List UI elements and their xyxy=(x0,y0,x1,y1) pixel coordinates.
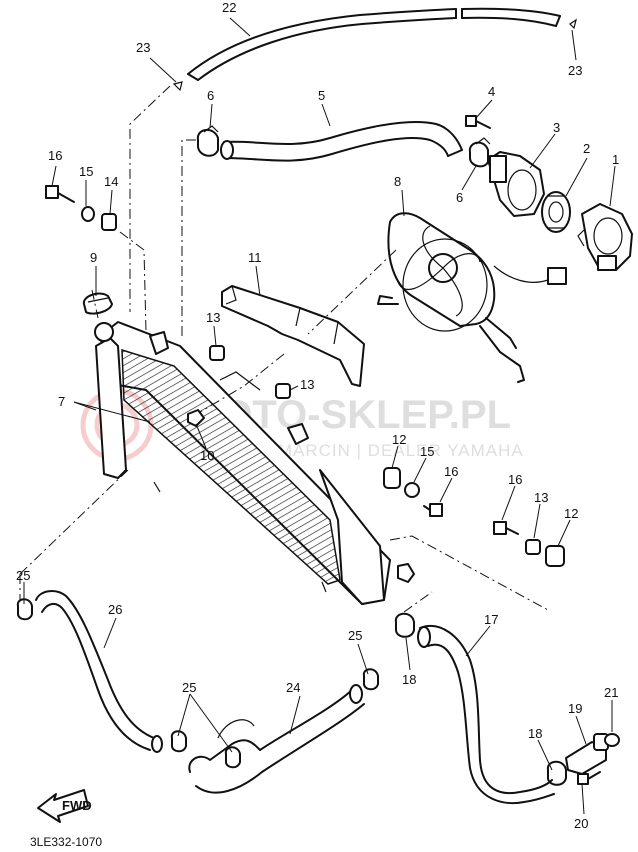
fwd-label: FWD xyxy=(62,798,92,813)
callout-13-b: 13 xyxy=(300,377,314,392)
part-code: 3LE332-1070 xyxy=(30,835,102,849)
callout-15-top: 15 xyxy=(79,164,93,179)
callout-21: 21 xyxy=(604,685,618,700)
callout-3: 3 xyxy=(553,120,560,135)
callout-6-lower: 6 xyxy=(456,190,463,205)
part-25-clamp-b xyxy=(170,730,187,753)
part-11-bracket xyxy=(221,285,365,387)
callout-16-c: 16 xyxy=(508,472,522,487)
part-17-hose xyxy=(417,625,555,805)
callout-13-a: 13 xyxy=(206,310,220,325)
part-16-bolt xyxy=(45,185,75,203)
part-7-radiator xyxy=(94,321,415,605)
callout-18-b: 18 xyxy=(528,726,542,741)
callout-6-upper: 6 xyxy=(207,88,214,103)
part-15-washer xyxy=(81,206,95,222)
part-20-bolt xyxy=(577,771,601,785)
callout-19: 19 xyxy=(568,701,582,716)
part-25-clamp-c xyxy=(224,746,241,769)
part-9-grommet xyxy=(82,292,113,315)
callout-25-b: 25 xyxy=(348,628,362,643)
part-25-clamp-d xyxy=(362,668,379,691)
callout-25-a: 25 xyxy=(16,568,30,583)
part-23-clip-right xyxy=(569,18,577,30)
callout-12-b: 12 xyxy=(564,506,578,521)
part-12-damper-b xyxy=(545,545,565,567)
callout-1: 1 xyxy=(612,152,619,167)
leader-lines xyxy=(23,17,616,815)
callout-8: 8 xyxy=(394,174,401,189)
part-24-hose xyxy=(188,684,365,794)
part-14-collar xyxy=(101,213,117,231)
callout-7: 7 xyxy=(58,394,65,409)
callout-16-b: 16 xyxy=(444,464,458,479)
callout-2: 2 xyxy=(583,141,590,156)
part-23-clip-left xyxy=(172,81,183,92)
part-19-pipe xyxy=(565,733,609,775)
part-6-hose-clamp xyxy=(196,125,219,157)
callout-numbers: 22 23 23 6 5 4 3 2 1 16 15 14 8 9 11 13 … xyxy=(16,0,619,831)
fwd-arrow-icon: FWD xyxy=(37,789,92,823)
callout-16-top: 16 xyxy=(48,148,62,163)
callout-4: 4 xyxy=(488,84,495,99)
part-13-collar-b xyxy=(275,383,291,399)
part-10-nut xyxy=(187,409,205,427)
callout-20: 20 xyxy=(574,816,588,831)
callout-25-c: 25 xyxy=(182,680,196,695)
callout-23-right: 23 xyxy=(568,63,582,78)
part-22-overflow-hose xyxy=(187,7,561,81)
assembly-lines xyxy=(19,85,549,613)
callout-5: 5 xyxy=(318,88,325,103)
part-6-hose-clamp-2 xyxy=(468,137,491,168)
part-12-damper-a xyxy=(383,467,401,489)
callout-24: 24 xyxy=(286,680,300,695)
callout-13-c: 13 xyxy=(534,490,548,505)
part-4-bolt xyxy=(465,115,491,129)
part-16-bolt-c xyxy=(493,521,519,535)
part-15-washer-b xyxy=(404,482,420,498)
callout-12-a: 12 xyxy=(392,432,406,447)
part-2-thermostat xyxy=(541,191,571,233)
callout-22: 22 xyxy=(222,0,236,15)
callout-11: 11 xyxy=(248,250,262,265)
callout-17: 17 xyxy=(484,612,498,627)
part-8-fan-motor-assembly xyxy=(377,212,567,383)
callout-26: 26 xyxy=(108,602,122,617)
callout-9: 9 xyxy=(90,250,97,265)
part-21-o-ring xyxy=(604,733,620,747)
callout-18-a: 18 xyxy=(402,672,416,687)
callout-14: 14 xyxy=(104,174,118,189)
callout-23-left: 23 xyxy=(136,40,150,55)
callout-10: 10 xyxy=(200,448,214,463)
part-25-clamp-a xyxy=(16,598,33,621)
part-18-clamp-a xyxy=(394,612,415,638)
part-13-collar-c xyxy=(525,539,541,555)
part-26-hose xyxy=(35,590,163,753)
part-13-collar-a xyxy=(209,345,225,361)
part-16-bolt-b xyxy=(423,503,443,517)
part-3-thermostat-cover xyxy=(487,151,545,217)
part-18-clamp-b xyxy=(546,760,567,786)
part-5-upper-hose xyxy=(220,121,463,162)
part-1-thermostat-housing xyxy=(577,203,633,271)
callout-15-b: 15 xyxy=(420,444,434,459)
